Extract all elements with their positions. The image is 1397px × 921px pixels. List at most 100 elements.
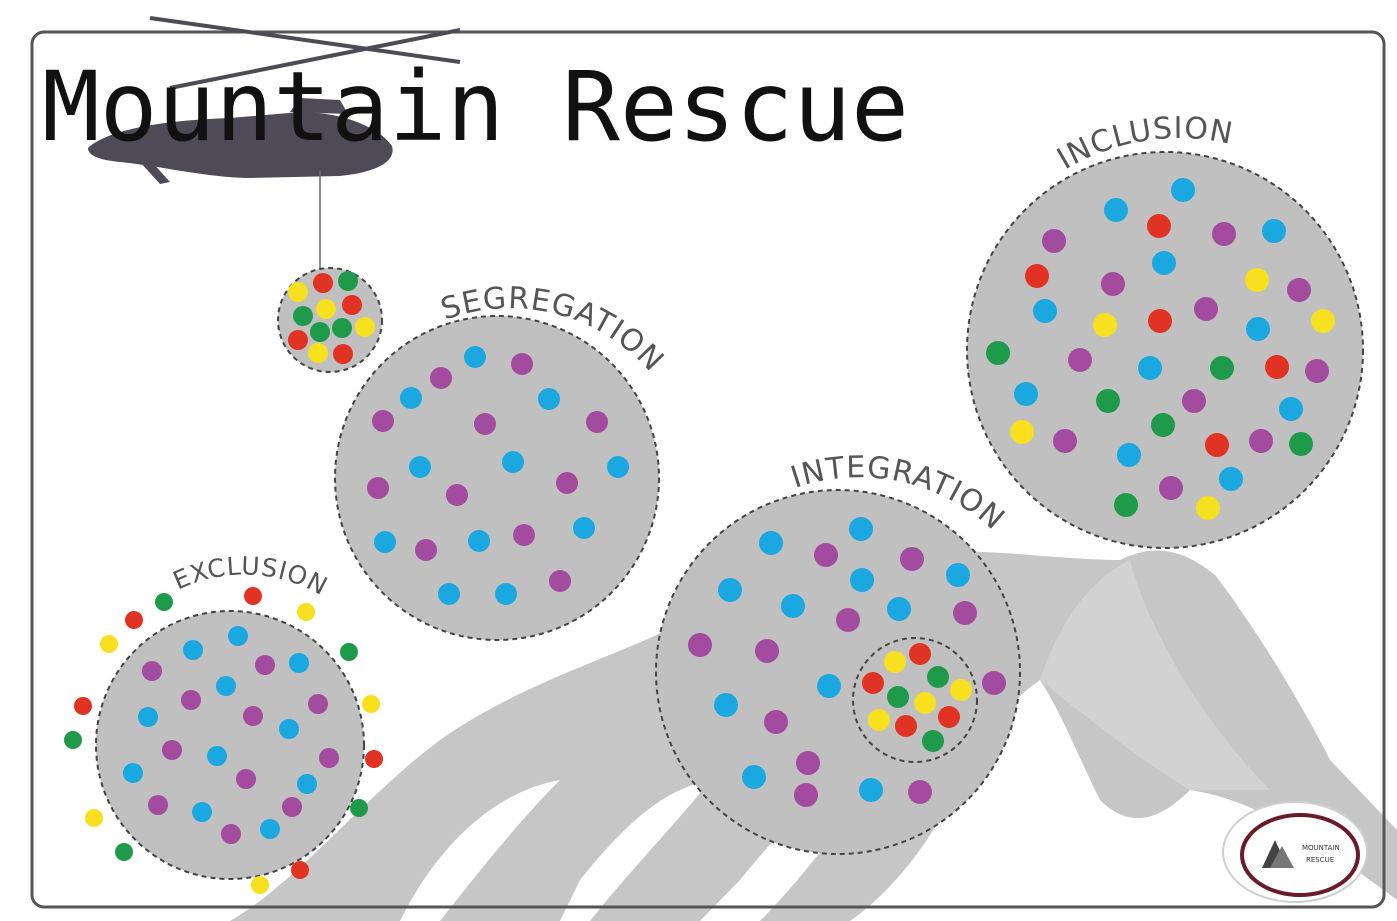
integration-dot-blue bbox=[714, 693, 738, 717]
inclusion-dot-blue bbox=[1152, 251, 1176, 275]
exclusion-outside-dot-yellow bbox=[362, 695, 380, 713]
integration-dot-purple bbox=[794, 783, 818, 807]
logo-text-line2: RESCUE bbox=[1306, 856, 1334, 864]
integration-subgroup-dot-yellow bbox=[868, 709, 890, 731]
integration-dot-blue bbox=[849, 517, 873, 541]
inclusion-dot-blue bbox=[1279, 397, 1303, 421]
exclusion-inside-dot-blue bbox=[260, 819, 280, 839]
exclusion-outside-dot-red bbox=[244, 587, 262, 605]
integration-dot-blue bbox=[742, 765, 766, 789]
segregation-dot-purple bbox=[549, 570, 571, 592]
inclusion-dot-yellow bbox=[1196, 496, 1220, 520]
integration-subgroup-dot-green bbox=[922, 730, 944, 752]
integration-dot-purple bbox=[836, 608, 860, 632]
exclusion-outside-dot-green bbox=[350, 799, 368, 817]
segregation-dot-purple bbox=[367, 477, 389, 499]
segregation-dot-blue bbox=[607, 456, 629, 478]
mountain-rescue-logo: MOUNTAIN RESCUE bbox=[1223, 802, 1367, 902]
segregation-dot-purple bbox=[511, 353, 533, 375]
exclusion-inside-dot-purple bbox=[162, 740, 182, 760]
segregation-dot-blue bbox=[464, 346, 486, 368]
segregation-dot-purple bbox=[372, 410, 394, 432]
inclusion-dot-purple bbox=[1194, 297, 1218, 321]
integration-dot-purple bbox=[814, 543, 838, 567]
segregation-dot-blue bbox=[468, 530, 490, 552]
integration-dot-blue bbox=[759, 531, 783, 555]
inclusion-dot-yellow bbox=[1311, 309, 1335, 333]
inclusion-dot-blue bbox=[1014, 382, 1038, 406]
inclusion-dot-purple bbox=[1182, 389, 1206, 413]
integration-dot-blue bbox=[781, 594, 805, 618]
segregation-dot-blue bbox=[438, 583, 460, 605]
exclusion-outside-dot-green bbox=[64, 731, 82, 749]
inclusion-dot-blue bbox=[1117, 443, 1141, 467]
segregation-dot-purple bbox=[586, 411, 608, 433]
exclusion-inside-dot-purple bbox=[221, 824, 241, 844]
integration-dot-purple bbox=[982, 671, 1006, 695]
integration-dot-blue bbox=[817, 674, 841, 698]
inclusion-dot-green bbox=[1114, 493, 1138, 517]
integration-dot-purple bbox=[908, 780, 932, 804]
exclusion-inside-dot-blue bbox=[216, 676, 236, 696]
integration-subgroup-dot-yellow bbox=[914, 692, 936, 714]
inclusion-dot-red bbox=[1147, 214, 1171, 238]
exclusion-outside-dot-red bbox=[125, 611, 143, 629]
basket-dot-green bbox=[293, 306, 313, 326]
exclusion-inside-dot-blue bbox=[279, 719, 299, 739]
integration-dot-blue bbox=[850, 568, 874, 592]
basket-dot-yellow bbox=[355, 317, 375, 337]
inclusion-dot-blue bbox=[1104, 198, 1128, 222]
segregation-dot-blue bbox=[409, 456, 431, 478]
segregation-dot-blue bbox=[538, 388, 560, 410]
segregation-dot-purple bbox=[415, 539, 437, 561]
inclusion-dot-blue bbox=[1262, 219, 1286, 243]
integration-dot-blue bbox=[887, 597, 911, 621]
inclusion-dot-red bbox=[1025, 264, 1049, 288]
exclusion-outside-dot-yellow bbox=[100, 635, 118, 653]
exclusion-inside-dot-blue bbox=[183, 640, 203, 660]
basket-dot-green bbox=[338, 271, 358, 291]
integration-dot-purple bbox=[764, 710, 788, 734]
segregation-dot-blue bbox=[400, 387, 422, 409]
exclusion-inside-dot-purple bbox=[181, 690, 201, 710]
integration-subgroup-dot-red bbox=[938, 706, 960, 728]
exclusion-inside-dot-blue bbox=[297, 774, 317, 794]
exclusion-inside-dot-purple bbox=[319, 748, 339, 768]
integration-dot-purple bbox=[755, 639, 779, 663]
basket-dot-red bbox=[313, 273, 333, 293]
exclusion-outside-dot-green bbox=[340, 643, 358, 661]
segregation-dot-blue bbox=[573, 517, 595, 539]
basket-dot-yellow bbox=[308, 343, 328, 363]
integration-subgroup-dot-yellow bbox=[884, 651, 906, 673]
exclusion-inside-dot-blue bbox=[138, 707, 158, 727]
exclusion-outside-dot-red bbox=[74, 697, 92, 715]
exclusion-outside-dot-red bbox=[291, 861, 309, 879]
basket-dot-yellow bbox=[316, 299, 336, 319]
integration-dot-purple bbox=[900, 547, 924, 571]
inclusion-dot-blue bbox=[1171, 178, 1195, 202]
basket-dot-yellow bbox=[288, 282, 308, 302]
integration-subgroup-dot-green bbox=[927, 666, 949, 688]
integration-dot-blue bbox=[859, 778, 883, 802]
page-title: Mountain Rescue bbox=[42, 51, 909, 163]
exclusion-inside-dot-purple bbox=[255, 655, 275, 675]
exclusion-inside-dot-purple bbox=[142, 661, 162, 681]
integration-subgroup-dot-yellow bbox=[950, 679, 972, 701]
inclusion-dot-purple bbox=[1305, 359, 1329, 383]
integration-dot-purple bbox=[953, 601, 977, 625]
exclusion-inside-dot-purple bbox=[308, 694, 328, 714]
inclusion-dot-yellow bbox=[1245, 268, 1269, 292]
basket-dot-green bbox=[310, 322, 330, 342]
inclusion-dot-purple bbox=[1212, 222, 1236, 246]
integration-subgroup-dot-red bbox=[909, 643, 931, 665]
segregation-dot-purple bbox=[430, 367, 452, 389]
segregation-dot-blue bbox=[495, 583, 517, 605]
exclusion-inside-dot-blue bbox=[228, 626, 248, 646]
inclusion-dot-yellow bbox=[1010, 420, 1034, 444]
logo-text-line1: MOUNTAIN bbox=[1302, 844, 1340, 852]
segregation-dot-purple bbox=[513, 524, 535, 546]
exclusion-outside-dot-yellow bbox=[297, 603, 315, 621]
exclusion-inside-dot-purple bbox=[282, 797, 302, 817]
inclusion-dot-green bbox=[1151, 413, 1175, 437]
exclusion-outside-dot-yellow bbox=[251, 876, 269, 894]
